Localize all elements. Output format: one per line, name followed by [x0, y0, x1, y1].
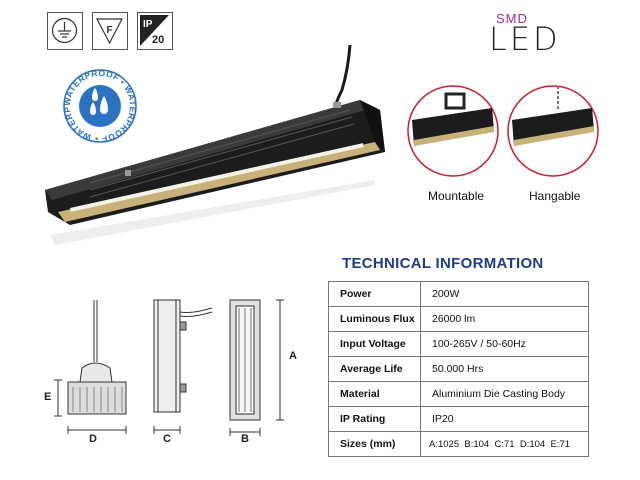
technical-specs-table: Power 200W Luminous Flux 26000 lm Input …: [328, 281, 589, 457]
f-mark-text: F: [106, 25, 112, 36]
spec-label: Power: [328, 281, 421, 307]
ip-rating-icon: IP 20: [140, 15, 169, 46]
spec-value: 100-265V / 50-60Hz: [420, 331, 589, 357]
hangable-caption: Hangable: [529, 189, 581, 203]
ground-symbol-box: [47, 12, 83, 50]
brand-main-text: LED: [489, 20, 561, 58]
spec-value: 200W: [420, 281, 589, 307]
table-row: Sizes (mm) A:1025 B:104 C:71 D:104 E:71: [328, 431, 589, 457]
dimension-label-e: E: [44, 391, 52, 403]
f-mark-icon: F: [96, 18, 123, 45]
product-image-linear-highbay: [45, 44, 385, 245]
f-mark-box: F: [92, 12, 128, 50]
mount-bracket-icon: [444, 92, 466, 110]
table-row: Material Aluminium Die Casting Body: [328, 381, 589, 407]
ground-icon: [51, 17, 78, 44]
spec-label: Luminous Flux: [328, 306, 421, 332]
spec-value: IP20: [420, 406, 589, 432]
spec-label: IP Rating: [328, 406, 421, 432]
spec-label: Average Life: [328, 356, 421, 382]
dimension-label-a: A: [289, 350, 297, 362]
table-row: Luminous Flux 26000 lm: [328, 306, 589, 332]
dimension-label-b: B: [241, 433, 249, 445]
spec-value: 26000 lm: [420, 306, 589, 332]
dimension-label-c: C: [163, 433, 171, 445]
mountable-image: [407, 85, 499, 177]
table-row: Average Life 50.000 Hrs: [328, 356, 589, 382]
spec-label: Input Voltage: [328, 331, 421, 357]
dimension-label-d: D: [89, 433, 97, 445]
table-row: Power 200W: [328, 281, 589, 307]
table-row: IP Rating IP20: [328, 406, 589, 432]
mountable-caption: Mountable: [428, 189, 485, 203]
spec-value: A:1025 B:104 C:71 D:104 E:71: [420, 431, 589, 457]
ip-top-text: IP: [143, 19, 153, 30]
spec-label: Material: [328, 381, 421, 407]
technical-information-title: TECHNICAL INFORMATION: [342, 255, 544, 272]
front-view-drawing: [229, 299, 284, 436]
side-view-drawing: [153, 299, 213, 434]
brand-top-text: SMD: [496, 11, 528, 26]
dimension-drawings: [54, 299, 284, 436]
waterproof-badge: WATERPROOF • WATERPROOF • WATERPROOF •: [62, 68, 138, 144]
hangable-image: [507, 85, 599, 177]
ip20-box: IP 20: [137, 12, 173, 50]
spec-label: Sizes (mm): [328, 431, 421, 457]
end-view-drawing: [54, 300, 127, 434]
table-row: Input Voltage 100-265V / 50-60Hz: [328, 331, 589, 357]
ip-bottom-text: 20: [152, 34, 164, 46]
spec-value: Aluminium Die Casting Body: [420, 381, 589, 407]
water-drops-icon: [79, 85, 121, 127]
spec-value: 50.000 Hrs: [420, 356, 589, 382]
